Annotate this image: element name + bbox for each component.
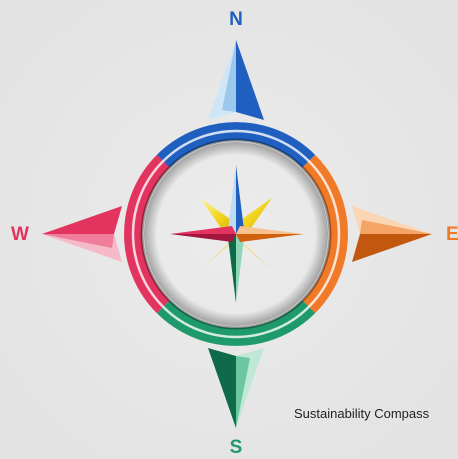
inner-star-cardinals [170,165,304,303]
south-label: S [229,437,243,458]
east-label: E [446,224,458,245]
west-label: W [11,224,29,245]
compass-caption: Sustainability Compass [294,406,430,421]
south-point [208,348,264,428]
north-label: N [229,9,243,30]
east-point [352,206,432,262]
west-point [42,206,122,262]
north-point [208,40,264,120]
